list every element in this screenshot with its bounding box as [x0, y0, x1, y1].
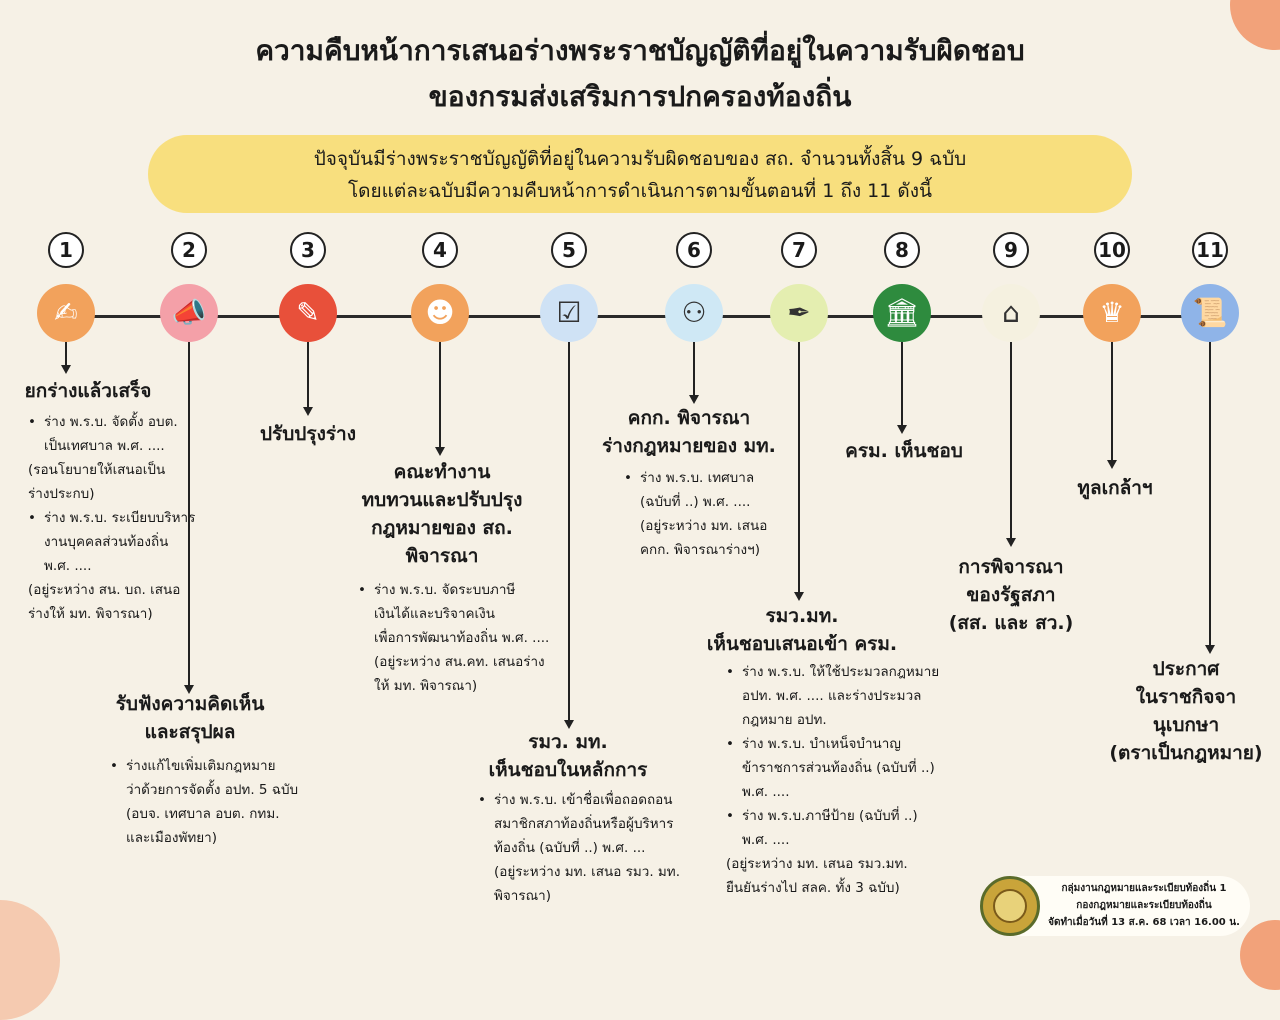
royal-scroll-icon: 📜 — [1181, 284, 1239, 342]
arrow-down-icon — [61, 365, 71, 374]
list-item: ร่างแก้ไขเพิ่มเติมกฎหมาย ว่าด้วยการจัดตั… — [110, 754, 356, 850]
step-number: 11 — [1192, 232, 1228, 268]
step-number: 10 — [1094, 232, 1130, 268]
connector-line — [439, 342, 441, 447]
government-building-icon: 🏛 — [873, 284, 931, 342]
step-number: 3 — [290, 232, 326, 268]
step-item-list: ร่าง พ.ร.บ. เทศบาล (ฉบับที่ ..) พ.ศ. ...… — [624, 466, 810, 562]
arrow-down-icon — [1205, 645, 1215, 654]
list-item: ร่าง พ.ร.บ. จัดตั้ง อบต. เป็นเทศบาล พ.ศ.… — [28, 410, 219, 458]
list-item: (อยู่ระหว่าง สน. บถ. เสนอ ร่างให้ มท. พิ… — [28, 582, 181, 622]
step-heading: การพิจารณา ของรัฐสภา (สส. และ สว.) — [948, 556, 1074, 634]
list-item: ร่าง พ.ร.บ. ให้ใช้ประมวลกฎหมาย อปท. พ.ศ.… — [726, 660, 972, 732]
connector-line — [1111, 342, 1113, 460]
step-number: 9 — [993, 232, 1029, 268]
arrow-down-icon — [794, 592, 804, 601]
signature-icon: ✒ — [770, 284, 828, 342]
summary-banner: ปัจจุบันมีร่างพระราชบัญญัติที่อยู่ในความ… — [148, 135, 1132, 213]
step-item-list: ร่างแก้ไขเพิ่มเติมกฎหมาย ว่าด้วยการจัดตั… — [110, 754, 356, 850]
arrow-down-icon — [1006, 538, 1016, 547]
step-number: 6 — [676, 232, 712, 268]
step-heading: รับฟังความคิดเห็น และสรุปผล — [115, 693, 265, 743]
connector-line — [188, 342, 190, 685]
step-number: 4 — [422, 232, 458, 268]
step-heading: คณะทำงาน ทบทวนและปรับปรุง กฎหมายของ สถ. … — [361, 461, 523, 567]
arrow-down-icon — [184, 685, 194, 694]
credit-text: กลุ่มงานกฎหมายและระเบียบท้องถิ่น 1 กองกฎ… — [1038, 880, 1250, 931]
corner-decoration — [0, 900, 60, 1020]
connector-line — [901, 342, 903, 425]
arrow-down-icon — [689, 395, 699, 404]
committee-table-icon: ⚇ — [665, 284, 723, 342]
arrow-down-icon — [435, 447, 445, 456]
pen-signing-icon: ✍ — [37, 284, 95, 342]
step-number: 1 — [48, 232, 84, 268]
team-meeting-icon: ☻ — [411, 284, 469, 342]
arrow-down-icon — [897, 425, 907, 434]
list-item: ร่าง พ.ร.บ. เทศบาล (ฉบับที่ ..) พ.ศ. ...… — [624, 466, 810, 562]
megaphone-icon: 📣 — [160, 284, 218, 342]
step-item-list: ร่าง พ.ร.บ. เข้าชื่อเพื่อถอดถอน สมาชิกสภ… — [478, 788, 709, 908]
step-item-list: ร่าง พ.ร.บ. จัดตั้ง อบต. เป็นเทศบาล พ.ศ.… — [28, 410, 219, 626]
document-edit-icon: ✎ — [279, 284, 337, 342]
connector-line — [568, 342, 570, 720]
arrow-down-icon — [303, 407, 313, 416]
title-line-2: ของกรมส่งเสริมการปกครองท้องถิ่น — [428, 80, 852, 113]
connector-line — [798, 342, 800, 592]
arrow-down-icon — [564, 720, 574, 729]
connector-line — [1209, 342, 1211, 645]
list-item: ร่าง พ.ร.บ. จัดระบบภาษี เงินได้และบริจาค… — [358, 578, 584, 698]
step-item-list: ร่าง พ.ร.บ. ให้ใช้ประมวลกฎหมาย อปท. พ.ศ.… — [726, 660, 972, 900]
step-heading: คกก. พิจารณา ร่างกฎหมายของ มท. — [602, 407, 776, 457]
step-number: 7 — [781, 232, 817, 268]
step-heading: ทูลเกล้าฯ — [1077, 477, 1153, 499]
parliament-dome-icon: ⌂ — [982, 284, 1040, 342]
step-number: 2 — [171, 232, 207, 268]
arrow-down-icon — [1107, 460, 1117, 469]
timeline-line — [60, 315, 1220, 318]
banner-line-2: โดยแต่ละฉบับมีความคืบหน้าการดำเนินการตาม… — [347, 180, 933, 202]
step-heading: ครม. เห็นชอบ — [845, 440, 963, 462]
approval-icon: ☑ — [540, 284, 598, 342]
credit-line-3: จัดทำเมื่อวันที่ 13 ส.ค. 68 เวลา 16.00 น… — [1048, 917, 1240, 928]
department-seal-icon — [980, 876, 1040, 936]
list-item: ร่าง พ.ร.บ. บำเหน็จบำนาญ ข้าราชการส่วนท้… — [726, 732, 972, 804]
step-number: 8 — [884, 232, 920, 268]
title-line-1: ความคืบหน้าการเสนอร่างพระราชบัญญัติที่อย… — [255, 34, 1025, 67]
crown-icon: ♛ — [1083, 284, 1141, 342]
step-heading: ปรับปรุงร่าง — [259, 423, 357, 445]
connector-line — [693, 342, 695, 395]
banner-line-1: ปัจจุบันมีร่างพระราชบัญญัติที่อยู่ในความ… — [313, 148, 967, 170]
credit-line-1: กลุ่มงานกฎหมายและระเบียบท้องถิ่น 1 — [1061, 883, 1227, 894]
list-item: (อยู่ระหว่าง มท. เสนอ รมว.มท. ยืนยันร่าง… — [726, 856, 908, 896]
list-item: ร่าง พ.ร.บ. ระเบียบบริหาร งานบุคคลส่วนท้… — [28, 506, 219, 578]
step-item-list: ร่าง พ.ร.บ. จัดระบบภาษี เงินได้และบริจาค… — [358, 578, 584, 698]
list-item: ร่าง พ.ร.บ.ภาษีป้าย (ฉบับที่ ..) พ.ศ. ..… — [726, 804, 972, 852]
step-heading: ประกาศ ในราชกิจจา นุเบกษา (ตราเป็นกฎหมาย… — [1109, 658, 1263, 764]
step-number: 5 — [551, 232, 587, 268]
connector-line — [1010, 342, 1012, 538]
step-heading: รมว.มท. เห็นชอบเสนอเข้า ครม. — [706, 605, 898, 655]
connector-line — [65, 342, 67, 365]
list-item: (รอนโยบายให้เสนอเป็น ร่างประกบ) — [28, 462, 166, 502]
page-title: ความคืบหน้าการเสนอร่างพระราชบัญญัติที่อย… — [0, 28, 1280, 120]
credit-line-2: กองกฎหมายและระเบียบท้องถิ่น — [1076, 900, 1212, 911]
list-item: ร่าง พ.ร.บ. เข้าชื่อเพื่อถอดถอน สมาชิกสภ… — [478, 788, 709, 908]
step-heading: รมว. มท. เห็นชอบในหลักการ — [488, 731, 648, 781]
connector-line — [307, 342, 309, 407]
step-heading: ยกร่างแล้วเสร็จ — [24, 380, 152, 402]
